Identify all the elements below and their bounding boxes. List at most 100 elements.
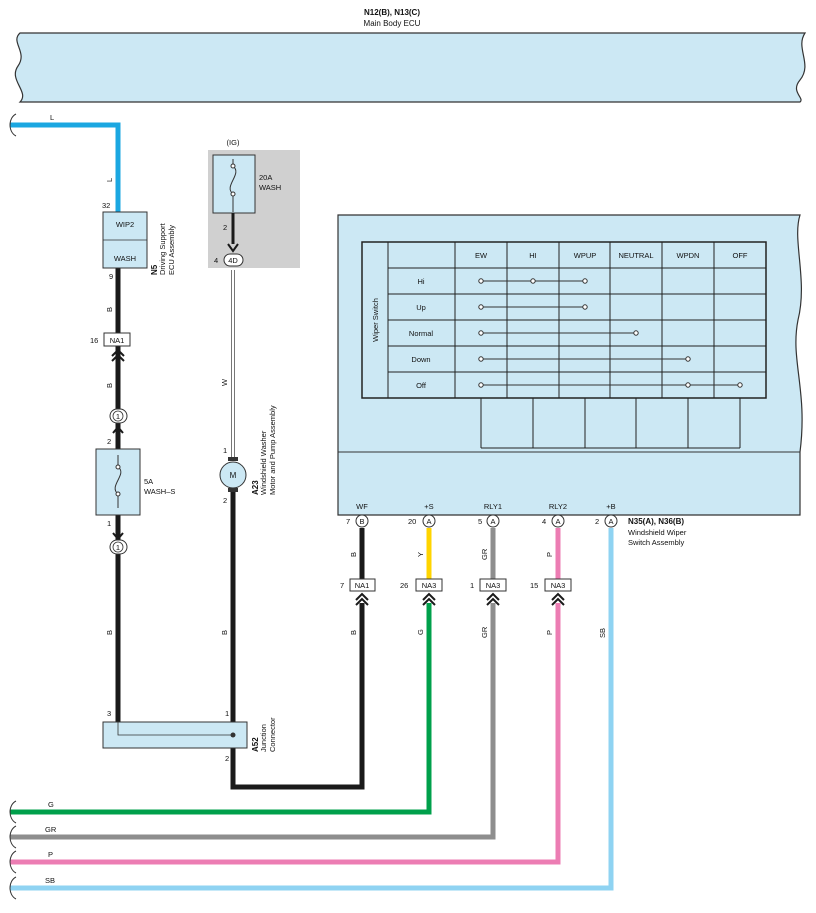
svg-text:7: 7 bbox=[346, 517, 350, 526]
wash-4d-connector bbox=[223, 253, 244, 267]
wire-L-label-top: L bbox=[50, 113, 54, 122]
svg-text:NA3: NA3 bbox=[551, 581, 566, 590]
svg-text:NA1: NA1 bbox=[110, 336, 125, 345]
svg-text:WASH–S: WASH–S bbox=[144, 487, 175, 496]
rly2-color-2: P bbox=[545, 630, 554, 635]
n5-name1: Driving Support bbox=[158, 222, 167, 275]
motor-name2: Motor and Pump Assembly bbox=[268, 405, 277, 495]
motor-tab-bottom bbox=[228, 488, 238, 492]
wash-fuse-box bbox=[212, 154, 256, 214]
wire-B-label-1: B bbox=[105, 307, 114, 312]
svg-text:4: 4 bbox=[214, 256, 218, 265]
n5-name2: ECU Assembly bbox=[167, 225, 176, 275]
svg-text:NA3: NA3 bbox=[422, 581, 437, 590]
svg-text:A: A bbox=[426, 517, 431, 526]
col-neutral: NEUTRAL bbox=[618, 251, 653, 260]
row-hi: Hi bbox=[417, 277, 424, 286]
svg-text:2: 2 bbox=[107, 437, 111, 446]
svg-text:20A: 20A bbox=[259, 173, 272, 182]
wire-B-label-3: B bbox=[105, 630, 114, 635]
junction-name2: Connector bbox=[268, 717, 277, 752]
rly1-color-1: GR bbox=[480, 548, 489, 560]
wire-B-label-mid: B bbox=[220, 630, 229, 635]
svg-text:7: 7 bbox=[340, 581, 344, 590]
svg-text:1: 1 bbox=[470, 581, 474, 590]
svg-text:4: 4 bbox=[542, 517, 546, 526]
row-normal: Normal bbox=[409, 329, 434, 338]
n5-code: N5 bbox=[150, 264, 159, 275]
n5-pin-bottom: 9 bbox=[109, 272, 113, 281]
motor-name1: Windshield Washer bbox=[259, 430, 268, 495]
svg-text:16: 16 bbox=[90, 336, 98, 345]
motor-tab-top bbox=[228, 457, 238, 461]
wiper-switch-table bbox=[361, 241, 767, 449]
svg-text:2: 2 bbox=[595, 517, 599, 526]
term-b: +B bbox=[606, 502, 615, 511]
terminal-pins bbox=[355, 514, 618, 528]
bottom-wire-P: P bbox=[48, 850, 53, 859]
wf-color-1: B bbox=[349, 552, 358, 557]
row-off: Off bbox=[416, 381, 427, 390]
svg-text:1: 1 bbox=[223, 446, 227, 455]
svg-text:3: 3 bbox=[107, 709, 111, 718]
term-rly1: RLY1 bbox=[484, 502, 502, 511]
col-wpup: WPUP bbox=[574, 251, 597, 260]
svg-text:2: 2 bbox=[225, 754, 229, 763]
junction-name1: Junction bbox=[259, 724, 268, 752]
svg-text:4D: 4D bbox=[228, 256, 238, 265]
n5-term-top: WIP2 bbox=[116, 220, 134, 229]
svg-text:5A: 5A bbox=[144, 477, 153, 486]
svg-text:B: B bbox=[359, 517, 364, 526]
svg-text:NA3: NA3 bbox=[486, 581, 501, 590]
svg-text:M: M bbox=[230, 471, 237, 480]
rly2-color-1: P bbox=[545, 552, 554, 557]
svg-text:1: 1 bbox=[116, 543, 120, 552]
svg-text:5: 5 bbox=[478, 517, 482, 526]
junction-code: A52 bbox=[251, 737, 260, 752]
col-hi: HI bbox=[529, 251, 537, 260]
wire-B-label-2: B bbox=[105, 383, 114, 388]
wire-L bbox=[10, 122, 121, 212]
row-down: Down bbox=[411, 355, 430, 364]
col-wpdn: WPDN bbox=[677, 251, 700, 260]
switch-table-title: Wiper Switch bbox=[371, 298, 380, 342]
s-color-2: G bbox=[416, 629, 425, 635]
wire-GR bbox=[10, 528, 496, 840]
na1-chevron bbox=[111, 348, 125, 362]
switch-continuity bbox=[478, 278, 743, 388]
bottom-wire-SB: SB bbox=[45, 876, 55, 885]
switch-name2: Switch Assembly bbox=[628, 538, 685, 547]
bottom-wire-GR: GR bbox=[45, 825, 57, 834]
n5-pin-top: 32 bbox=[102, 201, 110, 210]
svg-text:1: 1 bbox=[116, 412, 120, 421]
term-s: +S bbox=[424, 502, 433, 511]
s-color-1: Y bbox=[416, 552, 425, 557]
wire-break-marks bbox=[9, 113, 17, 900]
col-ew: EW bbox=[475, 251, 488, 260]
wire-L-label-vert: L bbox=[105, 178, 114, 182]
motor-code: A23 bbox=[251, 480, 260, 495]
wire-G bbox=[10, 603, 432, 815]
svg-text:2: 2 bbox=[223, 223, 227, 232]
wire-P bbox=[10, 528, 561, 865]
col-off: OFF bbox=[733, 251, 748, 260]
svg-text:20: 20 bbox=[408, 517, 416, 526]
svg-text:NA1: NA1 bbox=[355, 581, 370, 590]
svg-text:2: 2 bbox=[223, 496, 227, 505]
row-up: Up bbox=[416, 303, 426, 312]
ecu-codes: N12(B), N13(C) bbox=[364, 8, 420, 17]
switch-name1: Windshield Wiper bbox=[628, 528, 687, 537]
svg-text:A: A bbox=[555, 517, 560, 526]
wf-color-2: B bbox=[349, 630, 358, 635]
na-connectors bbox=[349, 578, 572, 606]
na1-connector bbox=[103, 332, 131, 347]
svg-text:A: A bbox=[490, 517, 495, 526]
svg-text:1: 1 bbox=[225, 709, 229, 718]
svg-text:A: A bbox=[608, 517, 613, 526]
svg-text:WASH: WASH bbox=[259, 183, 281, 192]
svg-text:1: 1 bbox=[107, 519, 111, 528]
main-body-ecu-box bbox=[14, 32, 807, 103]
rly1-color-2: GR bbox=[480, 626, 489, 638]
svg-text:15: 15 bbox=[530, 581, 538, 590]
term-wf: WF bbox=[356, 502, 368, 511]
